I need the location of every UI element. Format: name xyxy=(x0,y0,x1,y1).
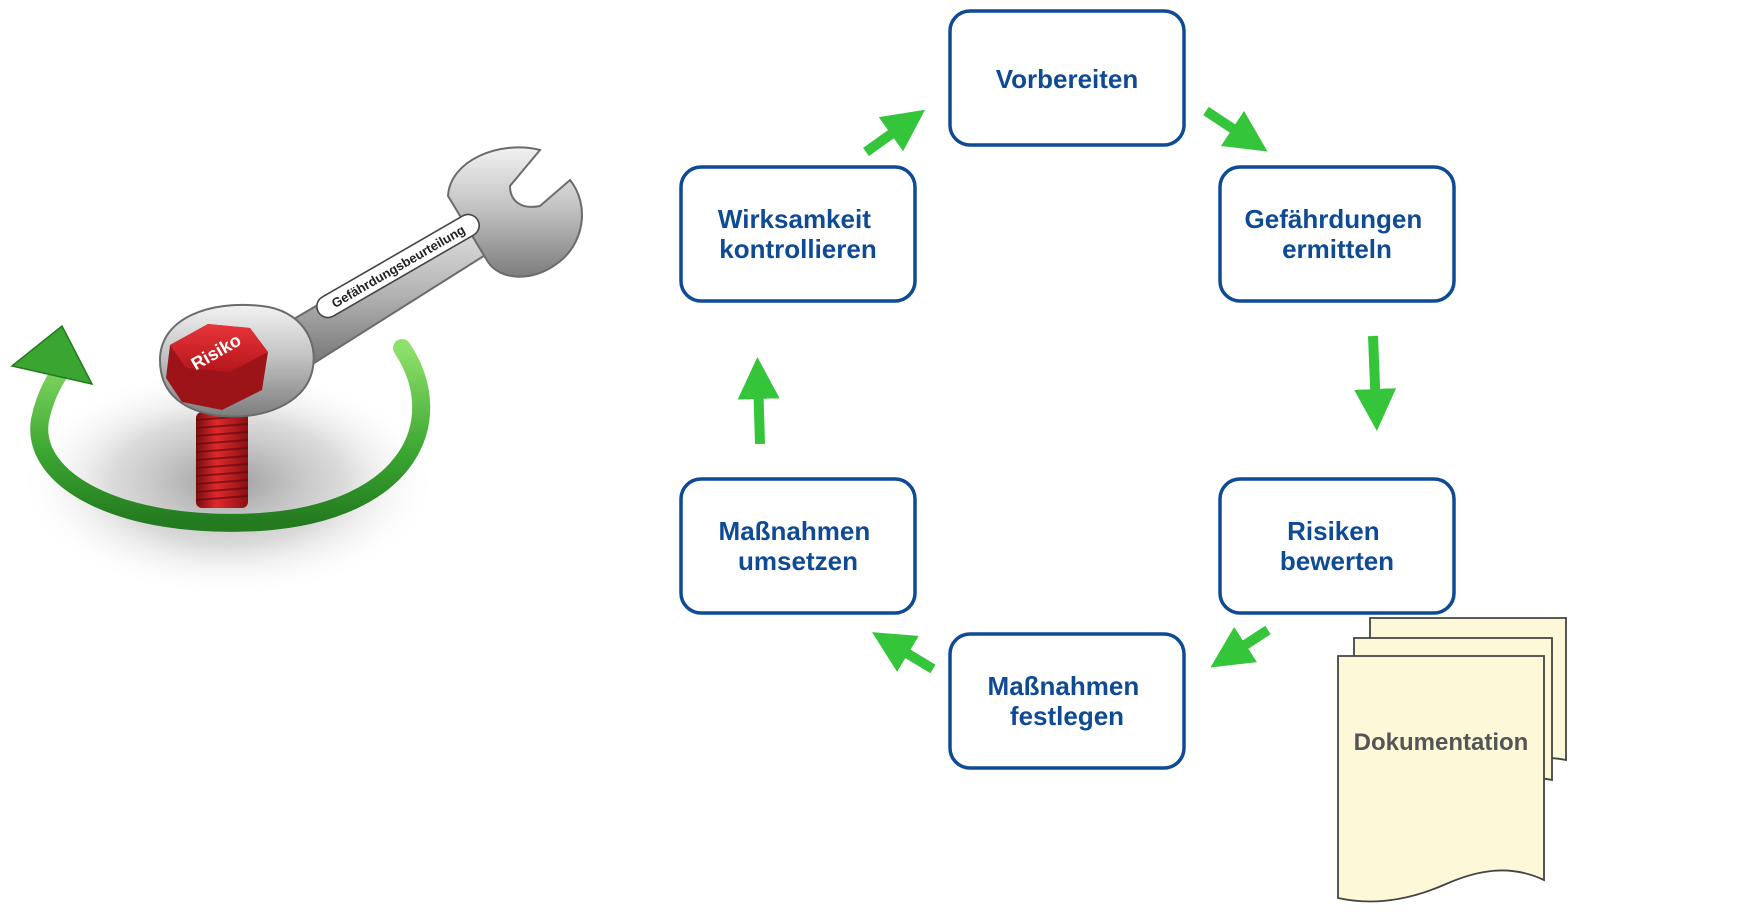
arrow-gefaehrdungen-to-risiken xyxy=(1354,335,1397,431)
arrow-umsetzen-to-wirksamkeit xyxy=(737,357,780,445)
step-wirksamkeit-kontrollieren: Wirksamkeit kontrollieren xyxy=(679,165,917,303)
rotation-arrow xyxy=(10,324,431,532)
step-label: Maßnahmen festlegen xyxy=(988,671,1147,731)
arrow-vorbereiten-to-gefaehrdungen xyxy=(1203,106,1268,152)
step-risiken-bewerten: Risiken bewerten xyxy=(1218,477,1456,615)
wrench: Gefährdungsbeurteilung xyxy=(158,146,583,418)
arrow-risiken-to-festlegen xyxy=(1210,625,1271,668)
step-label: Maßnahmen umsetzen xyxy=(719,516,878,576)
step-gefaehrdungen-ermitteln: Gefährdungen ermitteln xyxy=(1218,165,1456,303)
rotation-arrow-head xyxy=(10,324,94,386)
documentation-label: Dokumentation xyxy=(1354,729,1529,756)
document-sheet-front xyxy=(1337,655,1545,903)
bolt-shaft xyxy=(195,412,249,508)
step-label: Wirksamkeit kontrollieren xyxy=(718,204,878,264)
step-vorbereiten: Vorbereiten xyxy=(948,9,1186,147)
step-label: Vorbereiten xyxy=(996,64,1139,94)
step-label: Gefährdungen ermitteln xyxy=(1245,204,1430,264)
step-label: Risiken bewerten xyxy=(1280,516,1394,576)
wrench-illustration: Gefährdungsbeurteilung Risiko xyxy=(10,146,583,597)
step-massnahmen-festlegen: Maßnahmen festlegen xyxy=(948,632,1186,770)
documentation-stack: Dokumentation xyxy=(1337,617,1567,903)
process-cycle: Vorbereiten Gefährdungen ermitteln Risik… xyxy=(679,9,1456,770)
arrow-wirksamkeit-to-vorbereiten xyxy=(863,109,926,157)
arrow-festlegen-to-umsetzen xyxy=(872,632,936,674)
bolt-head: Risiko xyxy=(166,324,268,410)
step-massnahmen-umsetzen: Maßnahmen umsetzen xyxy=(679,477,917,615)
cycle-arrows xyxy=(737,106,1397,674)
